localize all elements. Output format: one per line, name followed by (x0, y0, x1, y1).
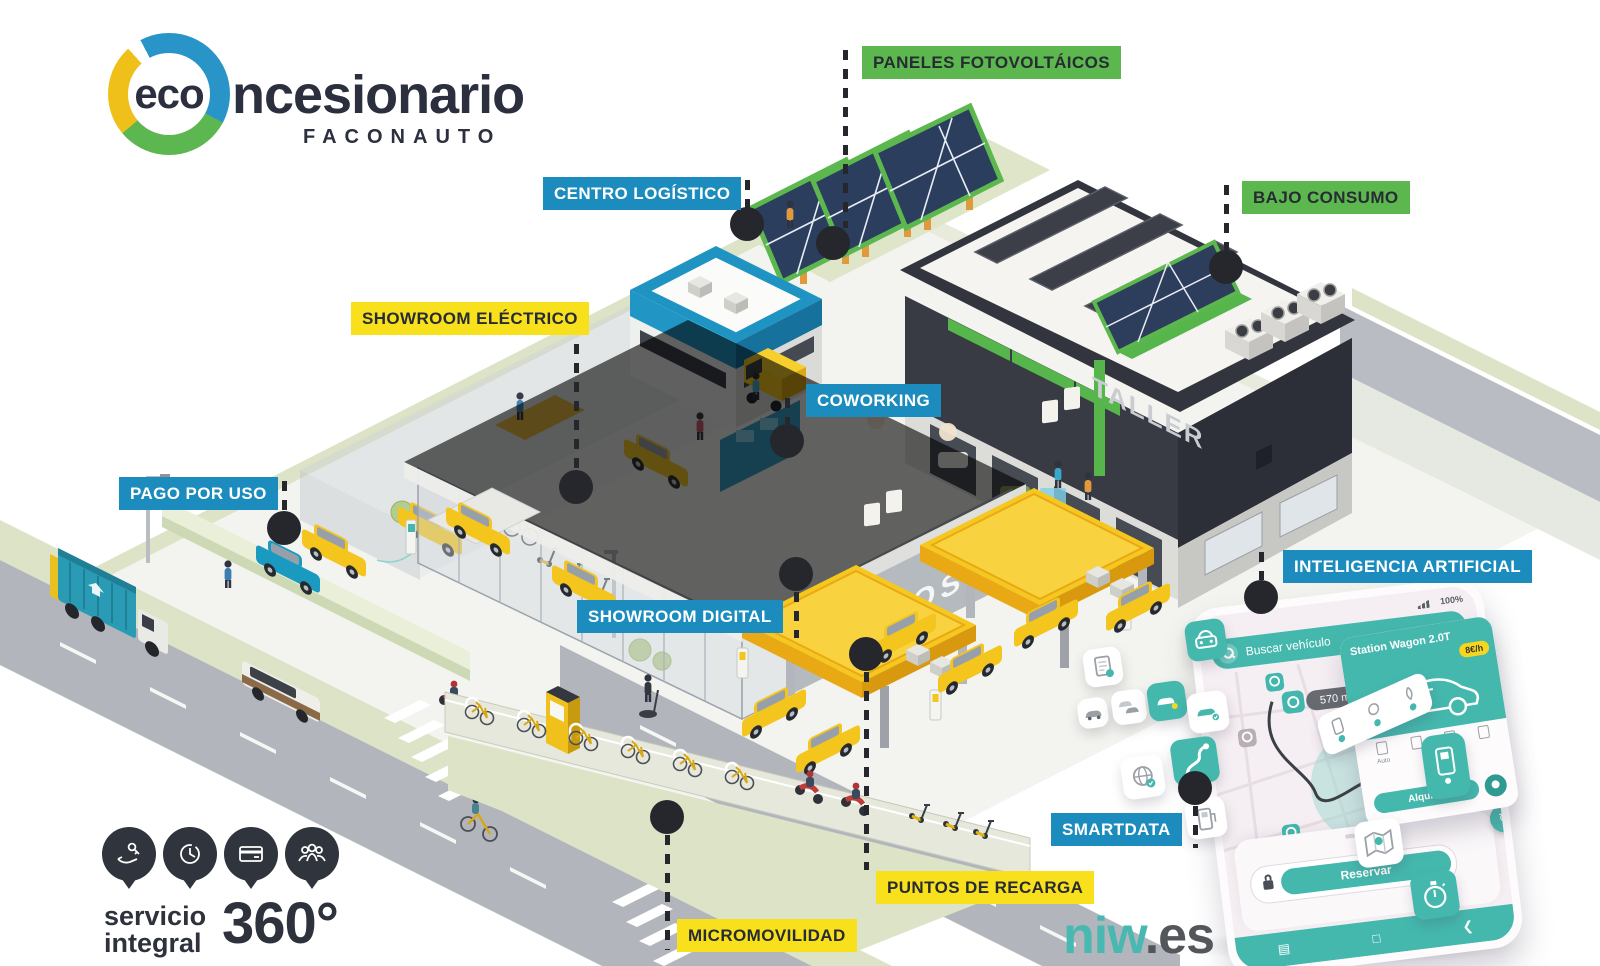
credit-card-icon (224, 827, 278, 889)
charging-post-icon (1419, 731, 1473, 801)
vehicle-title: Station Wagon 2.0T (1349, 630, 1452, 659)
spec-item (1476, 724, 1494, 766)
logo-eco-text: eco (134, 70, 204, 117)
hand-key-icon (102, 827, 156, 889)
receipt-icon (1081, 645, 1125, 689)
car-check-icon (1185, 689, 1231, 735)
display-platform (426, 487, 616, 622)
niw-es-logo: niw.es (1063, 906, 1215, 966)
connector-line (1224, 185, 1229, 250)
car-icon (1076, 696, 1110, 730)
callout-bajo-consumo: BAJO CONSUMO (1242, 181, 1410, 214)
logo-ring-icon (108, 33, 230, 155)
connector-dot (779, 557, 813, 591)
fuel-options-strip (1315, 670, 1435, 758)
station-wagon-car (242, 661, 320, 723)
connector-dot (730, 207, 764, 241)
callout-showroom-digital: SHOWROOM DIGITAL (577, 600, 783, 633)
cars-icon (1109, 687, 1149, 727)
connector-line (574, 306, 579, 470)
connector-line (785, 398, 790, 424)
recycle-icon (88, 583, 104, 598)
clock-icon (163, 827, 217, 889)
lock-icon (1262, 879, 1274, 890)
service-360: 360° (222, 891, 339, 956)
distance-label: 570 m (1319, 691, 1351, 707)
spec-item: Auto (1374, 740, 1393, 783)
garbage-truck (50, 548, 168, 657)
connector-line (745, 180, 750, 208)
charging-canopies (736, 386, 1170, 781)
connector-dot (770, 424, 804, 458)
people-icon (285, 827, 339, 889)
connector-line (1259, 552, 1264, 580)
connector-dot (559, 470, 593, 504)
connector-line (843, 50, 848, 228)
callout-coworking: COWORKING (806, 384, 942, 417)
connector-dot (1244, 580, 1278, 614)
globe-icon (1119, 753, 1167, 801)
connector-dot (816, 226, 850, 260)
warning-sign (1042, 399, 1058, 424)
connector-line (794, 592, 799, 638)
ev-charger-icon (1183, 795, 1229, 841)
callout-puntos-de-recarga: PUNTOS DE RECARGA (876, 871, 1095, 904)
logo-faconauto-text: FACONAUTO (303, 126, 502, 148)
micromobility-station (444, 674, 1031, 879)
connector-line (665, 835, 670, 950)
connector-dot (1209, 250, 1243, 284)
service-line2: integral (104, 928, 202, 958)
callout-inteligencia-artificial: INTELIGENCIA ARTIFICIAL (1283, 550, 1533, 583)
logo-brand-text: ncesionario (232, 65, 525, 125)
left-parking (146, 474, 672, 681)
locate-fab-icon (1483, 772, 1509, 798)
search-placeholder: Buscar vehículo (1244, 634, 1332, 659)
signal-icon (1417, 600, 1430, 609)
car-key-icon (1145, 679, 1189, 723)
connector-line (282, 481, 287, 511)
callout-micromovilidad: MICROMOVILIDAD (677, 919, 857, 952)
map-icon (1353, 817, 1405, 869)
price-badge: 8€/h (1458, 639, 1491, 659)
connector-dot (1178, 771, 1212, 805)
stopwatch-icon (1409, 869, 1461, 921)
callout-pago-por-uso: PAGO POR USO (119, 477, 278, 510)
menu-nav-icon: ▤ (1276, 940, 1291, 957)
service-line1: servicio (104, 901, 207, 931)
niw-text: niw (1063, 907, 1146, 965)
car-front-icon (1183, 617, 1229, 663)
callout-smartdata: SMARTDATA (1051, 813, 1182, 846)
home-nav-icon: □ (1371, 929, 1382, 946)
back-nav-icon: ❮ (1461, 917, 1475, 935)
es-text: .es (1144, 907, 1215, 965)
connector-dot (267, 511, 301, 545)
callout-centro-logistico: CENTRO LOGÍSTICO (543, 177, 742, 210)
connector-line (864, 672, 869, 870)
callout-paneles-fotovoltaicos: PANELES FOTOVOLTÁICOS (862, 46, 1121, 79)
callout-showroom-electrico: SHOWROOM ELÉCTRICO (351, 302, 589, 335)
connector-dot (849, 637, 883, 671)
connector-line (1193, 806, 1198, 848)
connector-dot (650, 800, 684, 834)
battery-level: 100% (1439, 593, 1464, 607)
